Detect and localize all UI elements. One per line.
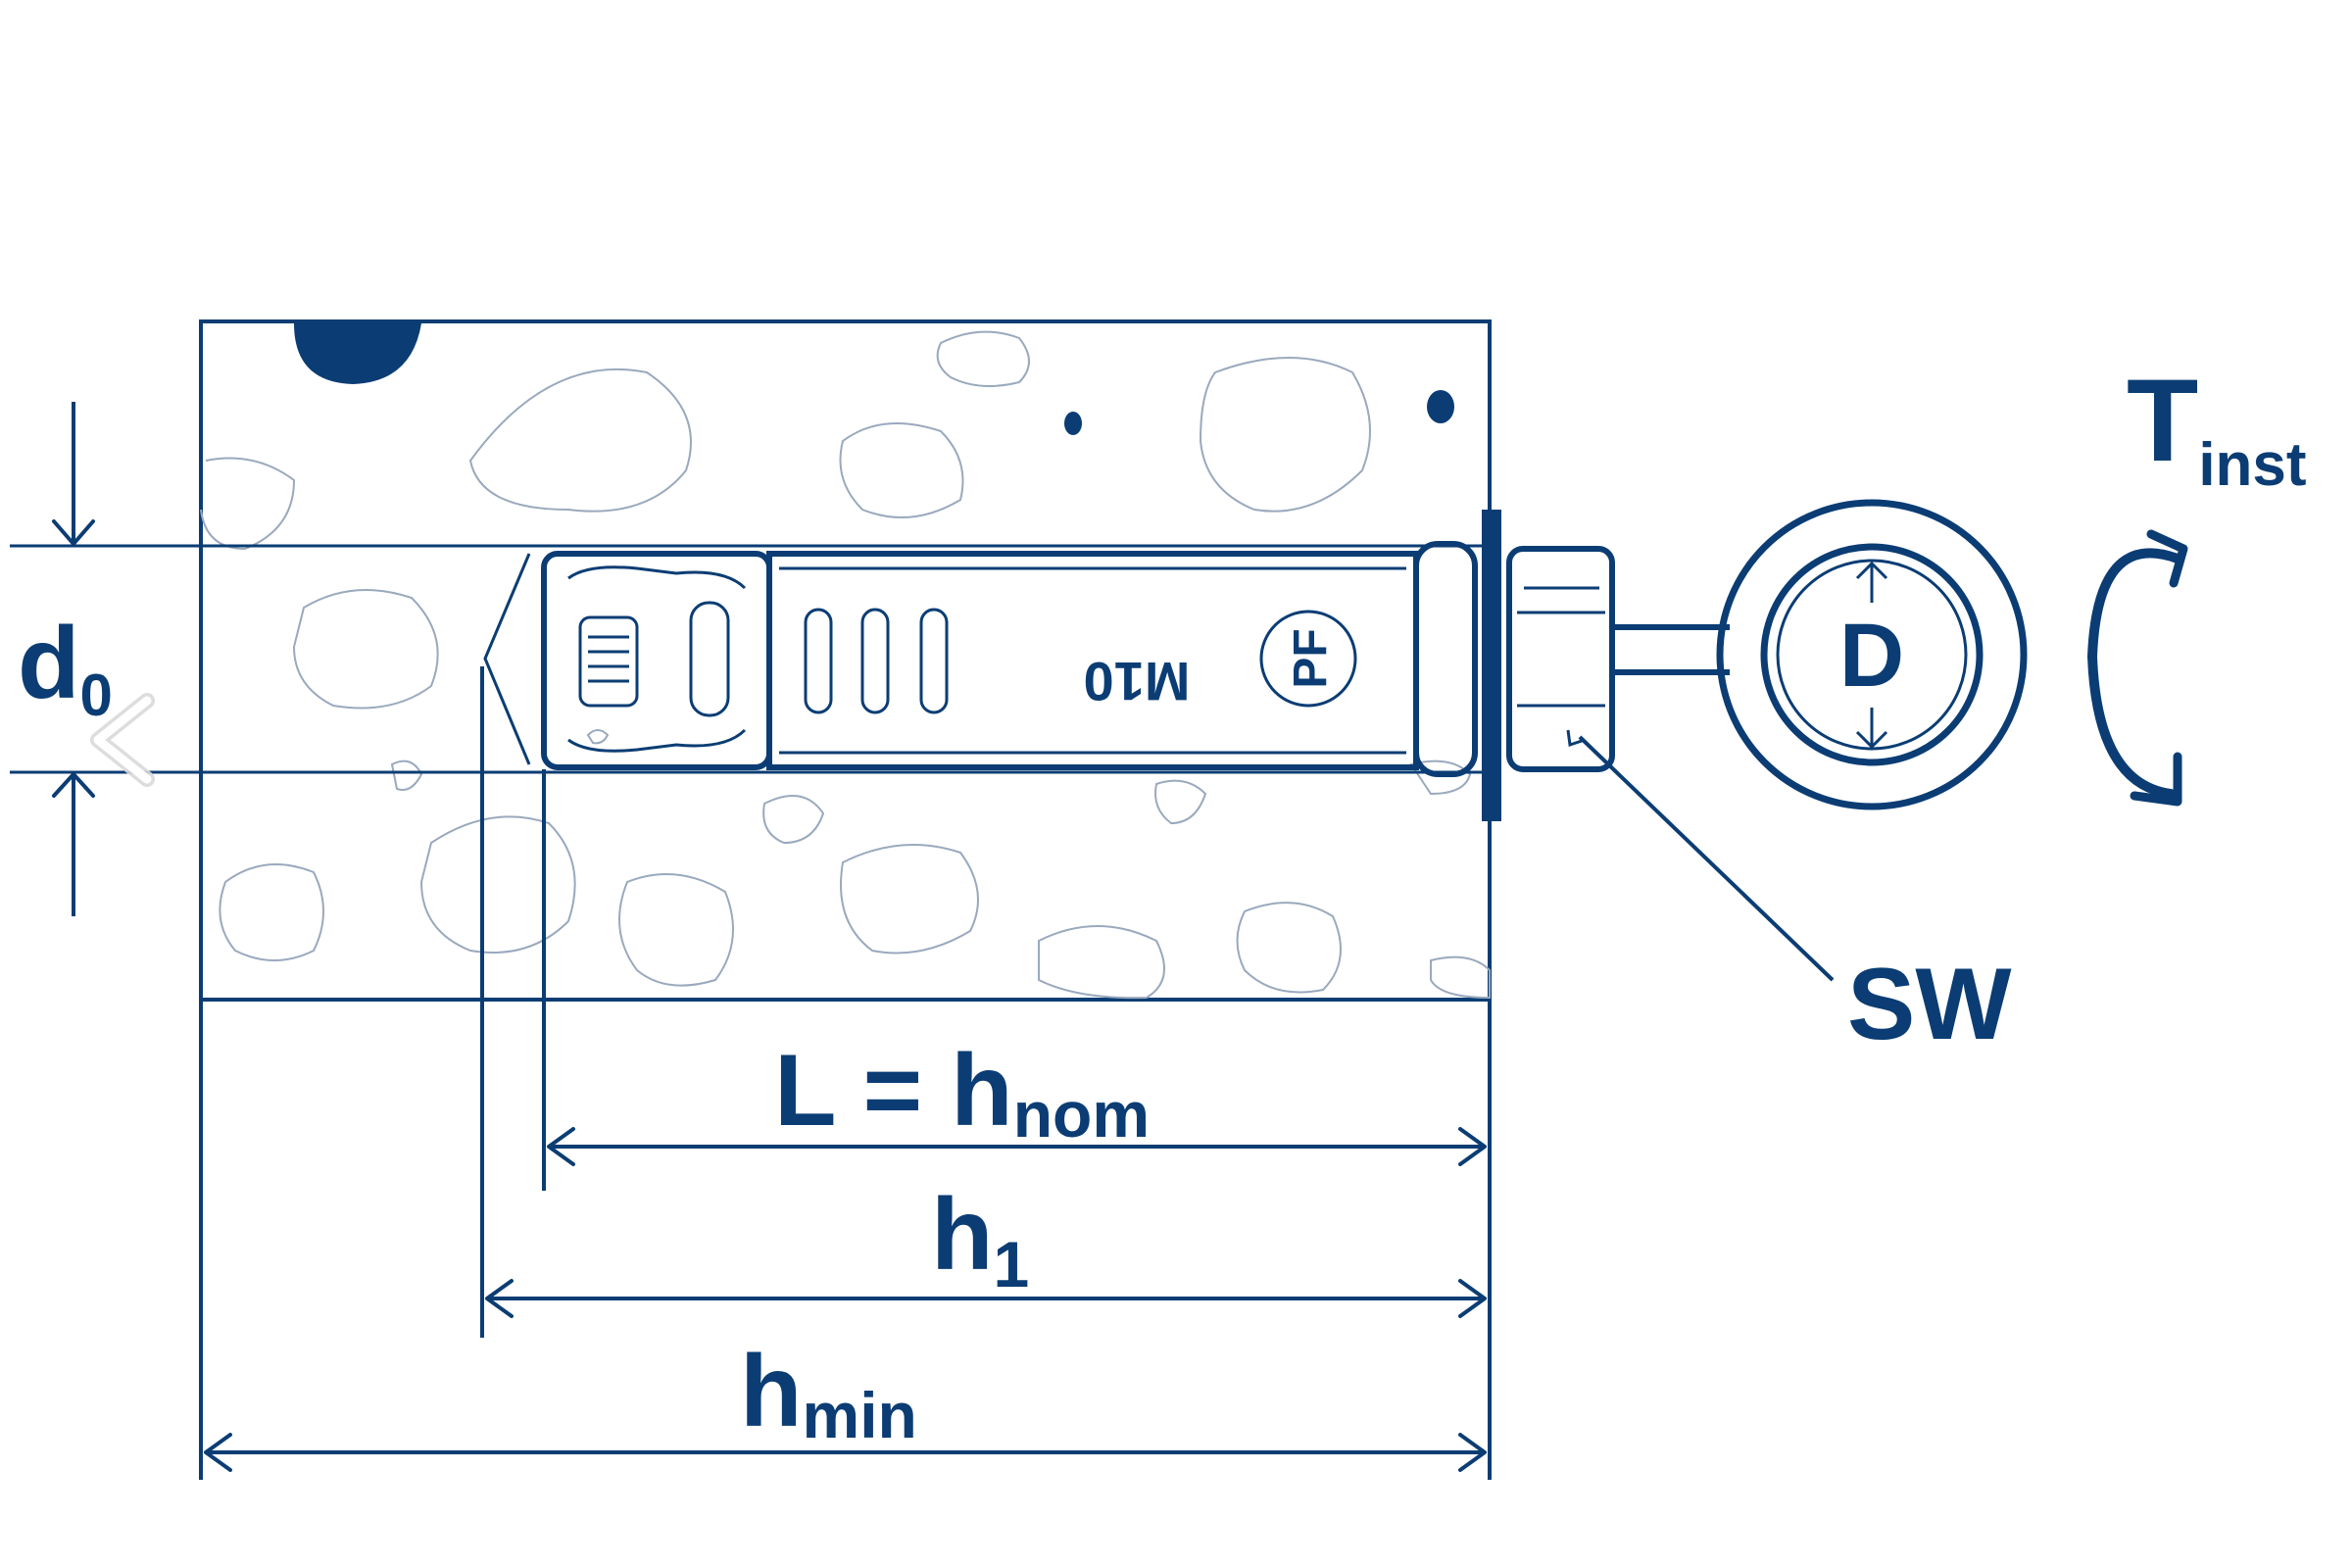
chevron-left-icon bbox=[90, 693, 155, 787]
tinst-indicator: Tinst bbox=[2086, 355, 2307, 807]
aggregate-pebbles bbox=[200, 330, 1491, 1000]
label-L-hnom: L = hnom bbox=[774, 1034, 1150, 1151]
extension-lines bbox=[199, 666, 1492, 1480]
h1-dimension: h1 bbox=[485, 1178, 1487, 1318]
label-tinst: Tinst bbox=[2127, 355, 2307, 499]
d0-dimension: d0 bbox=[18, 402, 113, 916]
void-mark bbox=[1064, 412, 1082, 435]
l-hnom-dimension: L = hnom bbox=[547, 1034, 1487, 1166]
label-SW: SW bbox=[1847, 948, 2012, 1061]
void-mark bbox=[1427, 390, 1454, 423]
label-d0: d0 bbox=[18, 607, 113, 728]
anchor-logo bbox=[1259, 610, 1357, 708]
label-D: D bbox=[1839, 606, 1904, 706]
anchor-marking: M10 bbox=[1084, 651, 1191, 712]
label-h1: h1 bbox=[931, 1178, 1029, 1300]
previous-image-button[interactable] bbox=[69, 686, 176, 794]
d-dimension: D bbox=[1839, 561, 1904, 750]
anchor: M10 PF bbox=[483, 499, 2028, 821]
hmin-dimension: hmin bbox=[204, 1335, 1487, 1472]
label-hmin: hmin bbox=[740, 1335, 917, 1451]
void-mark bbox=[294, 323, 421, 384]
hole-lines bbox=[10, 544, 1485, 774]
anchor-logo-text: PF bbox=[1285, 628, 1337, 688]
sw-leader: SW bbox=[1578, 735, 2012, 1061]
concrete-block bbox=[199, 319, 1492, 1002]
